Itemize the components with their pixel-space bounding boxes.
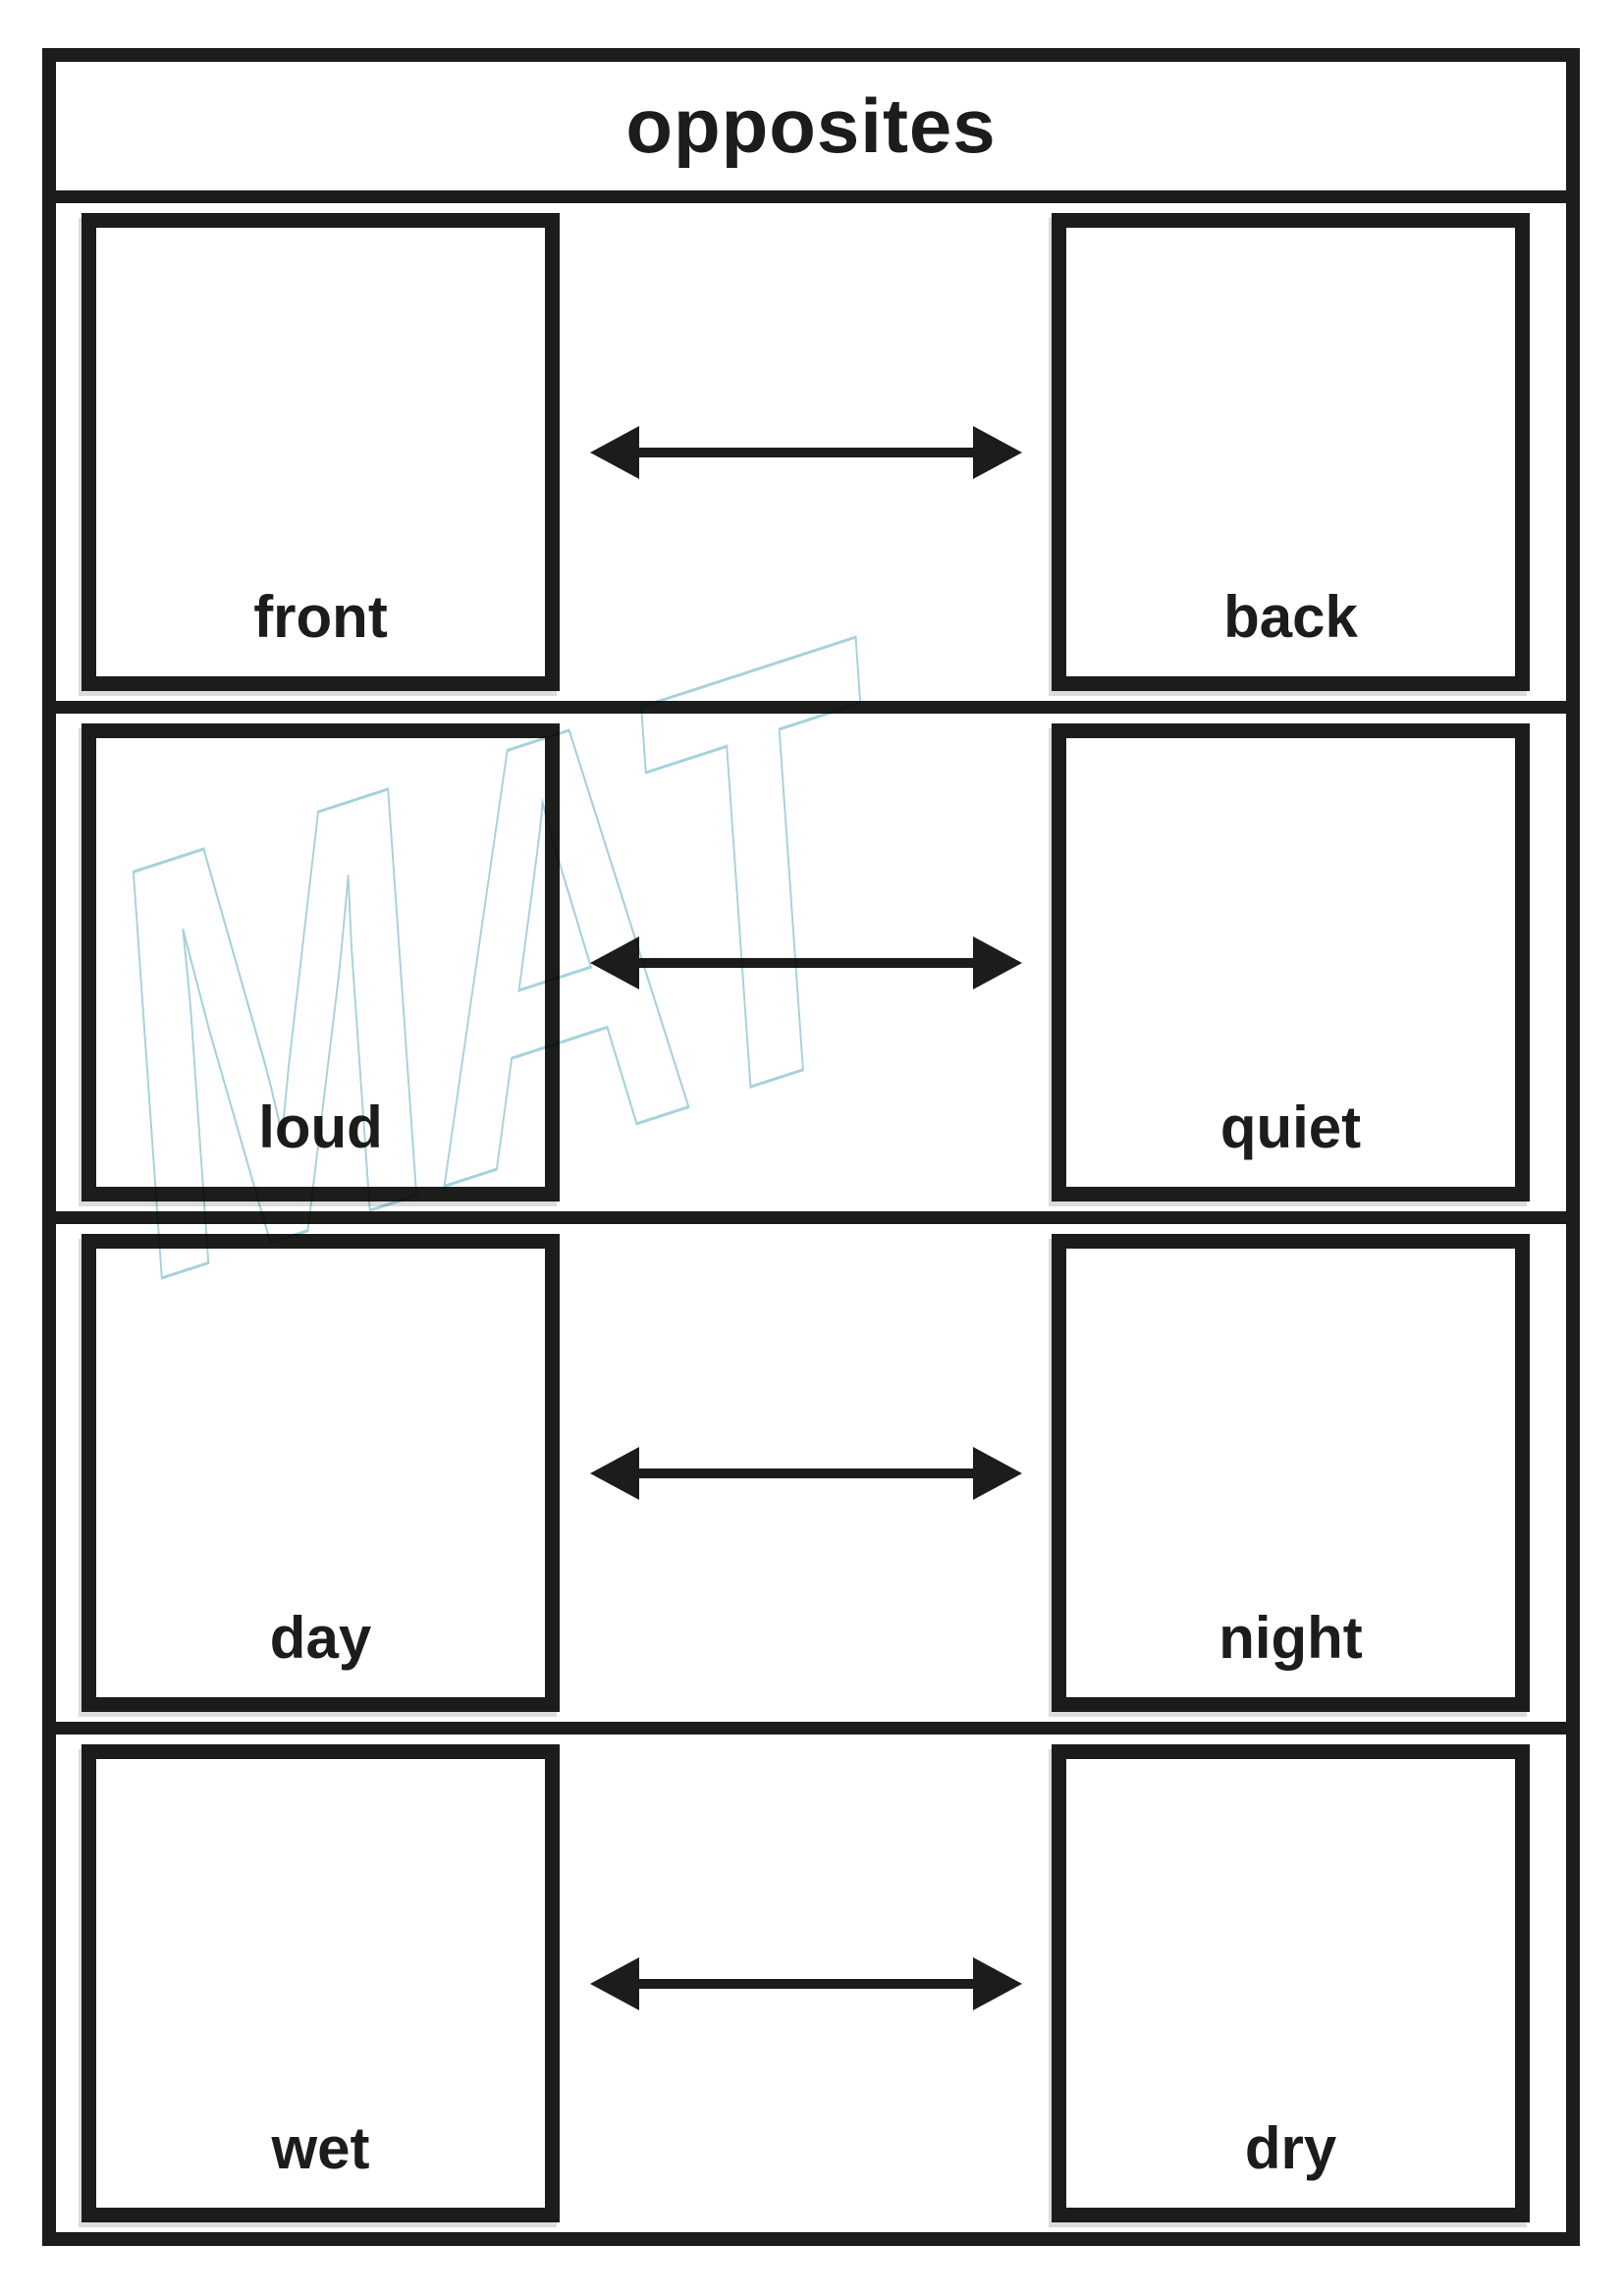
double-arrow-icon — [589, 935, 1022, 989]
opposites-row-1: front back — [56, 203, 1566, 701]
arrow-zone — [560, 399, 1052, 507]
word-label: quiet — [1219, 1095, 1362, 1160]
word-box-right: night — [1052, 1234, 1530, 1712]
word-label: dry — [1244, 2115, 1337, 2181]
opposites-row-4: wet dry — [56, 1722, 1566, 2232]
double-arrow-icon — [589, 425, 1022, 479]
worksheet-sheet: opposites front back loud — [42, 48, 1580, 2246]
word-label: front — [253, 584, 388, 650]
double-arrow-icon — [589, 1956, 1022, 2010]
arrow-zone — [560, 1419, 1052, 1527]
word-label: back — [1223, 584, 1358, 650]
word-label: wet — [271, 2115, 370, 2181]
rows-container: front back loud — [56, 203, 1566, 2232]
double-arrow-icon — [589, 1446, 1022, 1500]
word-box-right: back — [1052, 213, 1530, 691]
word-box-left: loud — [81, 723, 560, 1201]
word-box-left: wet — [81, 1744, 560, 2222]
word-box-right: dry — [1052, 1744, 1530, 2222]
word-label: loud — [258, 1095, 383, 1160]
word-box-left: front — [81, 213, 560, 691]
worksheet-title: opposites — [56, 62, 1566, 203]
opposites-row-2: loud quiet — [56, 701, 1566, 1211]
opposites-row-3: day night — [56, 1211, 1566, 1722]
word-box-right: quiet — [1052, 723, 1530, 1201]
arrow-zone — [560, 1930, 1052, 2038]
word-label: night — [1218, 1605, 1363, 1671]
arrow-zone — [560, 909, 1052, 1017]
word-box-left: day — [81, 1234, 560, 1712]
word-label: day — [269, 1605, 372, 1671]
